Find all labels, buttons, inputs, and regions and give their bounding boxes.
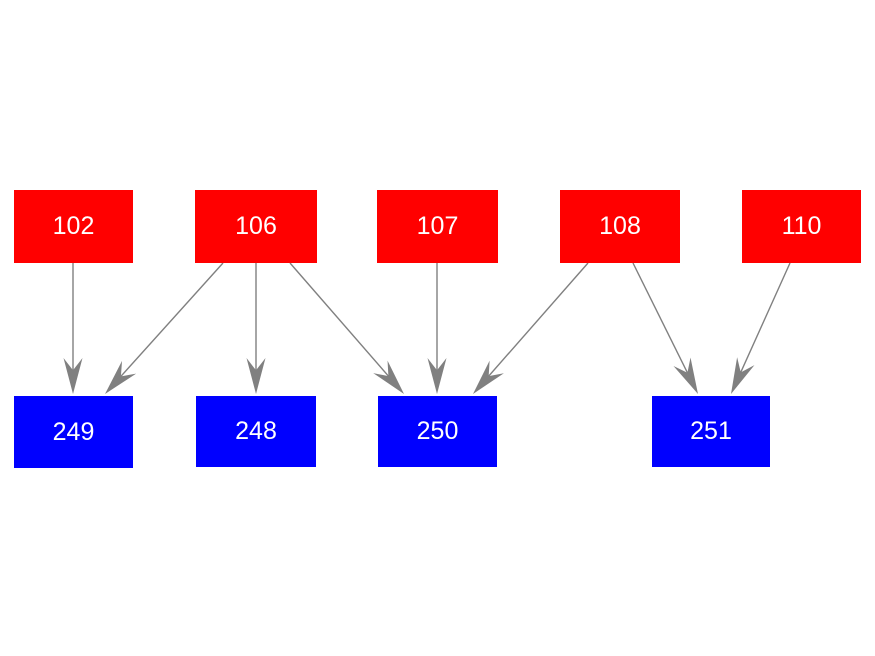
node-248[interactable]: 248: [196, 396, 316, 467]
node-label: 106: [235, 212, 277, 240]
node-102[interactable]: 102: [14, 190, 133, 263]
arrowhead-icon: [373, 360, 404, 394]
edge-106-to-249: [105, 262, 224, 394]
arrowhead-icon: [673, 357, 698, 394]
arrowhead-icon: [105, 360, 137, 394]
node-label: 250: [416, 417, 459, 445]
node-250[interactable]: 250: [378, 396, 497, 467]
node-106[interactable]: 106: [195, 190, 317, 263]
edge-line: [117, 262, 224, 380]
node-107[interactable]: 107: [377, 190, 498, 263]
node-label: 107: [416, 212, 459, 240]
arrowhead-icon: [427, 358, 447, 394]
edge-line: [738, 262, 791, 377]
node-label: 108: [599, 212, 641, 240]
edge-102-to-249: [63, 263, 83, 394]
edge-line: [632, 262, 690, 377]
arrowhead-icon: [246, 358, 266, 394]
arrowhead-icon: [63, 358, 83, 394]
node-label: 110: [781, 212, 822, 240]
node-label: 249: [52, 417, 95, 446]
edge-107-to-250: [427, 263, 447, 394]
edge-110-to-251: [731, 262, 791, 394]
edge-106-to-248: [246, 263, 266, 394]
node-249[interactable]: 249: [14, 396, 133, 468]
node-label: 248: [235, 417, 277, 445]
arrowhead-icon: [731, 357, 755, 394]
edge-106-to-250: [289, 262, 404, 394]
edge-line: [289, 262, 392, 380]
node-251[interactable]: 251: [652, 396, 770, 467]
node-label: 102: [52, 212, 95, 240]
edge-108-to-251: [632, 262, 698, 394]
edge-line: [485, 262, 589, 380]
node-108[interactable]: 108: [560, 190, 680, 263]
edge-108-to-250: [473, 262, 589, 394]
node-110[interactable]: 110: [742, 190, 861, 263]
arrowhead-icon: [473, 360, 504, 394]
node-label: 251: [690, 417, 732, 445]
